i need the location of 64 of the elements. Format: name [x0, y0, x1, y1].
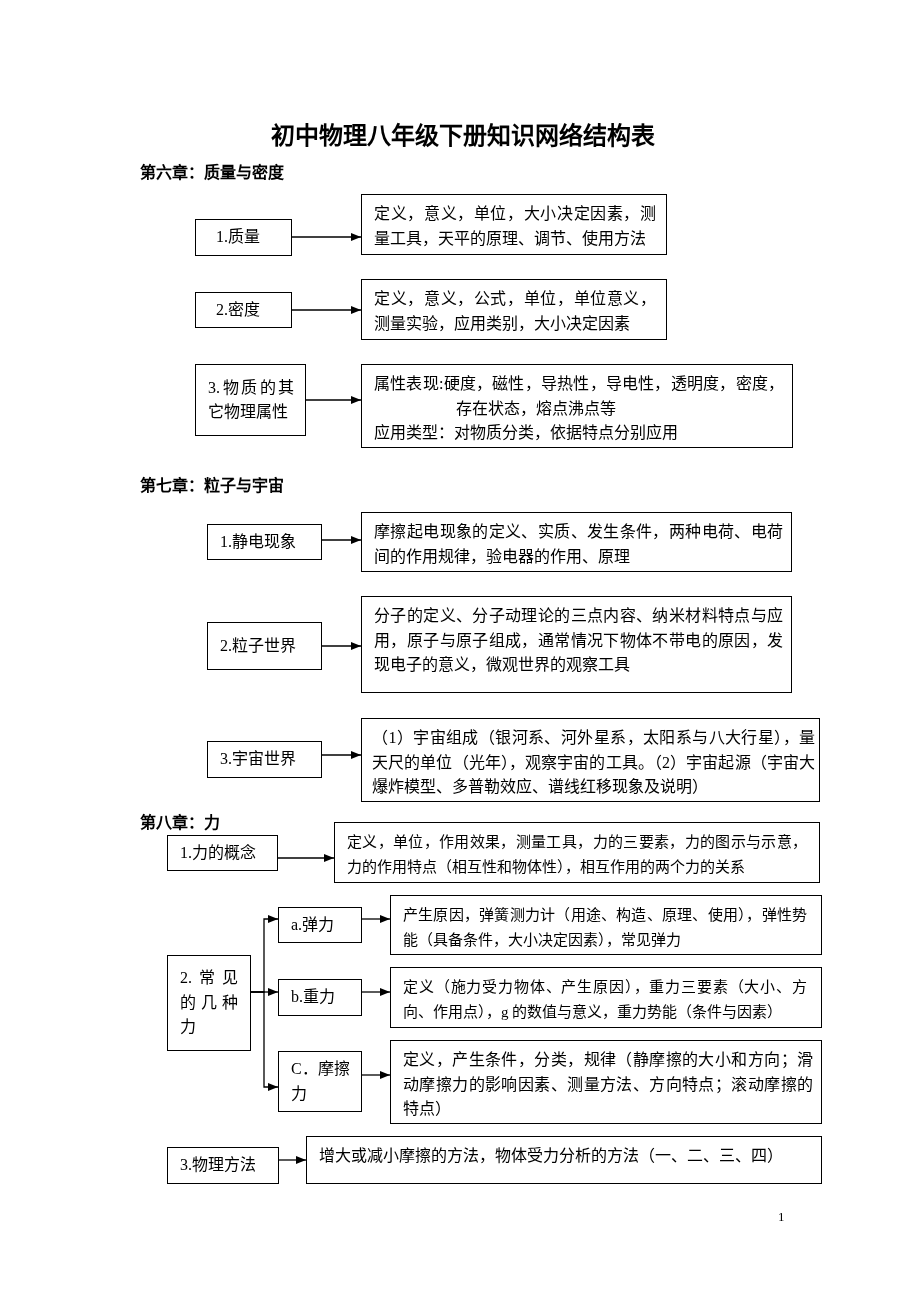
- topic-box: [207, 524, 322, 560]
- topic-label: 3.物质的其它物理属性: [208, 377, 294, 422]
- arrow: [361, 1071, 391, 1079]
- description-text: 定义，意义，公式，单位，单位意义，测量实验，应用类别，大小决定因素: [374, 289, 656, 334]
- description-text: 增大或减小摩擦的方法，物体受力分析的方法（一、二、三、四）: [319, 1146, 784, 1166]
- topic-box: [207, 622, 322, 670]
- description-text: 产生原因，弹簧测力计（用途、构造、原理、使用），弹性势能（具备条件，大小决定因素），常见弹力: [403, 906, 807, 950]
- description-text: 分子的定义、分子动理论的三点内容、纳米材料特点与应用，原子与原子组成，通常情况下物体不带电的原因，发现电子的意义，微观世界的观察工具: [374, 606, 783, 675]
- arrow: [321, 536, 362, 544]
- topic-box: [167, 835, 278, 871]
- arrow: [277, 854, 335, 862]
- topic-box: [195, 219, 292, 256]
- description-box: [361, 279, 667, 340]
- chapter-heading: 第八章：力: [140, 813, 220, 833]
- topic-box: [207, 741, 322, 778]
- description-box: [390, 1040, 822, 1124]
- arrow: [278, 1156, 307, 1164]
- description-text: 定义，产生条件，分类，规律（静摩擦的大小和方向；滑动摩擦力的影响因素、测量方法、方向特点；滚动摩擦的特点）: [403, 1050, 813, 1119]
- description-box: [361, 512, 792, 572]
- topic-label: 3.宇宙世界: [220, 749, 296, 770]
- description-text: 属性表现:硬度，磁性，导热性，导电性，透明度，密度，存在状态，熔点沸点等: [374, 374, 784, 419]
- description-text: 定义（施力受力物体、产生原因），重力三要素（大小、方向、作用点），g 的数值与意义，重力势能（条件与因素）: [403, 978, 807, 1022]
- description-text: 应用类型：对物质分类，依据特点分别应用: [374, 423, 679, 443]
- title: 初中物理八年级下册知识网络结构表: [271, 121, 655, 150]
- topic-label: C．摩擦力: [291, 1059, 351, 1104]
- topic-label: 2.粒子世界: [220, 635, 296, 656]
- description-box: [361, 596, 792, 693]
- topic-box: [195, 364, 306, 436]
- topic-label: 1.静电现象: [220, 531, 296, 552]
- arrow: [250, 991, 279, 1091]
- chapter-heading: 第七章：粒子与宇宙: [140, 475, 284, 496]
- topic-box: [167, 955, 251, 1051]
- description-text: （1）宇宙组成（银河系、河外星系，太阳系与八大行星），量天尺的单位（光年），观察宇宙的工具。（2）宇宙起源（宇宙大爆炸模型、多普勒效应、谱线红移现象及说明）: [372, 728, 815, 797]
- description-text: 定义，单位，作用效果，测量工具，力的三要素，力的图示与示意，力的作用特点（相互性和物体性），相互作用的两个力的关系: [347, 833, 807, 877]
- topic-label: a.弹力: [291, 914, 335, 935]
- arrow: [305, 396, 362, 404]
- arrow: [291, 306, 362, 314]
- arrow: [361, 915, 391, 923]
- description-box: [390, 967, 822, 1028]
- topic-label: b.重力: [291, 987, 335, 1008]
- description-box: [361, 364, 793, 448]
- description-text: 定义，意义，单位，大小决定因素，测量工具，天平的原理、调节、使用方法: [374, 204, 656, 249]
- arrow: [291, 233, 362, 241]
- topic-label: 3.物理方法: [180, 1155, 256, 1176]
- page-number: 1: [778, 1209, 785, 1225]
- arrow: [321, 751, 362, 759]
- topic-box: [278, 907, 362, 943]
- description-text: 摩擦起电现象的定义、实质、发生条件，两种电荷、电荷间的作用规律，验电器的作用、原理: [374, 522, 783, 567]
- description-box: [334, 822, 820, 883]
- topic-label: 2.常见的几种力: [180, 968, 238, 1038]
- arrow: [361, 988, 391, 996]
- topic-box: [278, 979, 362, 1016]
- topic-label: 1.力的概念: [180, 842, 256, 863]
- description-box: [361, 718, 820, 802]
- topic-box: [167, 1147, 279, 1184]
- description-box: [361, 194, 667, 255]
- arrow: [321, 642, 362, 650]
- description-box: [390, 895, 822, 955]
- chapter-heading: 第六章：质量与密度: [140, 162, 284, 183]
- topic-box: [195, 292, 292, 328]
- description-box: [306, 1136, 822, 1184]
- topic-label: 1.质量: [216, 227, 260, 248]
- topic-box: [278, 1051, 362, 1112]
- topic-label: 2.密度: [216, 299, 260, 320]
